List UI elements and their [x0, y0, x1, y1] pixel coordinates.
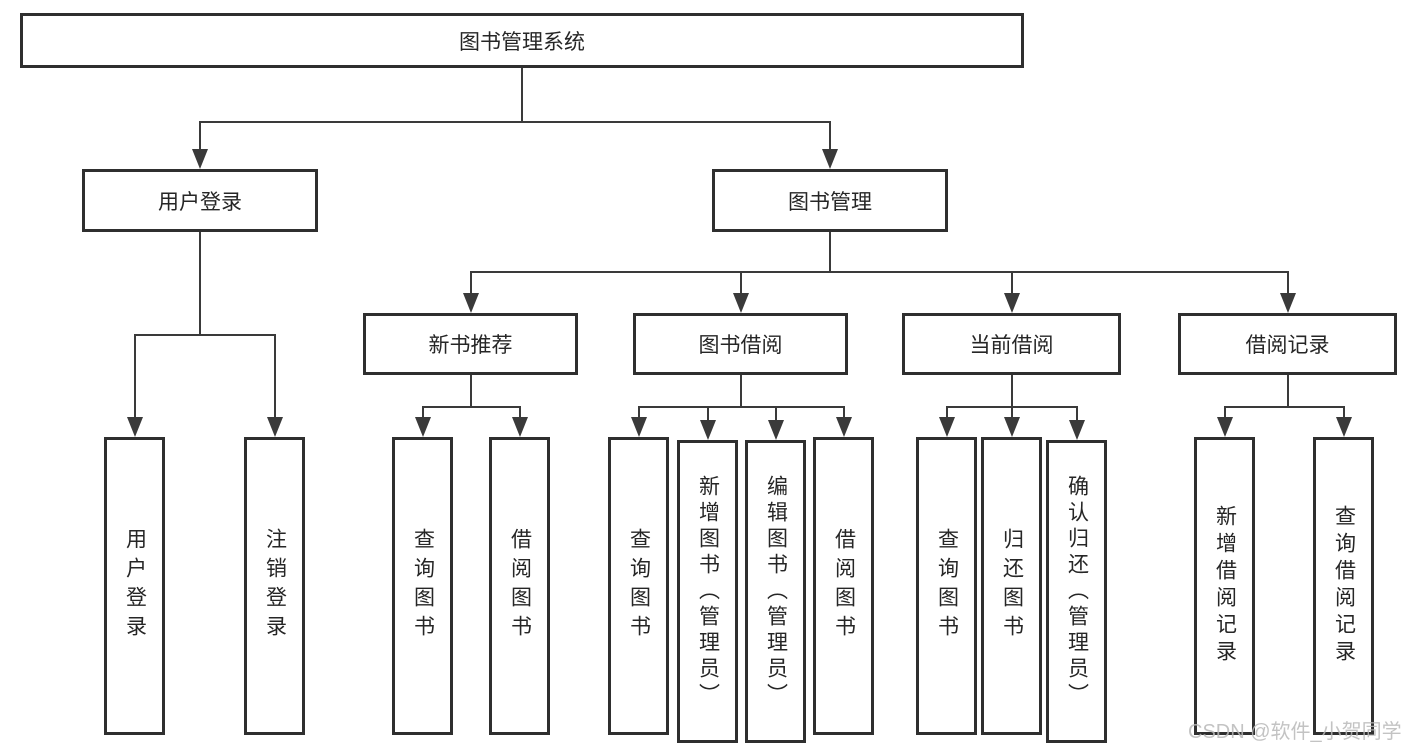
connector-line: [470, 375, 472, 408]
arrow-down-icon: [415, 406, 431, 437]
node-label: 借阅记录: [1245, 334, 1330, 357]
leaf-borrow-book-1: 借阅图书: [489, 437, 550, 735]
csdn-watermark: CSDN @软件_小贺同学: [1188, 721, 1402, 743]
node-label: 注销登录: [263, 528, 287, 644]
node-label: 借阅图书: [508, 528, 532, 644]
connector-line: [422, 406, 520, 408]
arrow-down-icon: [939, 406, 955, 437]
node-label: 新书推荐: [428, 334, 513, 357]
connector-line: [199, 232, 201, 336]
arrow-down-icon: [192, 121, 208, 169]
leaf-query-book-1: 查询图书: [392, 437, 453, 735]
arrow-down-icon: [1004, 406, 1020, 437]
connector-line: [740, 375, 742, 408]
node-book-management: 图书管理: [712, 169, 948, 232]
connector-line: [1287, 375, 1289, 408]
node-label: 归还图书: [1000, 528, 1024, 644]
leaf-edit-book-admin: 编辑图书（管理员）: [745, 440, 806, 743]
arrow-down-icon: [1069, 406, 1085, 440]
node-label: 用户登录: [158, 190, 242, 214]
node-label: 图书管理系统: [459, 30, 585, 54]
node-label: 确认归还（管理员）: [1065, 474, 1089, 709]
leaf-add-book-admin: 新增图书（管理员）: [677, 440, 738, 743]
node-label: 编辑图书（管理员）: [764, 474, 788, 709]
node-current-borrow: 当前借阅: [902, 313, 1121, 375]
connector-line: [1224, 406, 1345, 408]
node-label: 用户登录: [123, 528, 147, 644]
arrow-down-icon: [1217, 406, 1233, 437]
arrow-down-icon: [512, 406, 528, 437]
node-label: 图书管理: [788, 190, 872, 214]
node-label: 当前借阅: [969, 334, 1054, 357]
arrow-down-icon: [733, 271, 749, 313]
connector-line: [134, 334, 276, 336]
node-library-system: 图书管理系统: [20, 13, 1024, 68]
node-book-borrow: 图书借阅: [633, 313, 848, 375]
node-borrow-record: 借阅记录: [1178, 313, 1397, 375]
node-label: 查询图书: [411, 528, 435, 644]
node-label: 图书借阅: [698, 334, 783, 357]
node-user-login: 用户登录: [82, 169, 318, 232]
node-new-book-recommend: 新书推荐: [363, 313, 578, 375]
leaf-logout: 注销登录: [244, 437, 305, 735]
connector-line: [638, 406, 845, 408]
leaf-query-borrow-record: 查询借阅记录: [1313, 437, 1374, 735]
node-label: 查询图书: [627, 528, 651, 644]
leaf-confirm-return-admin: 确认归还（管理员）: [1046, 440, 1107, 743]
node-label: 查询图书: [935, 528, 959, 644]
arrow-down-icon: [267, 334, 283, 437]
leaf-user-login: 用户登录: [104, 437, 165, 735]
node-label: 借阅图书: [832, 528, 856, 644]
node-label: 新增借阅记录: [1213, 505, 1237, 667]
arrow-down-icon: [1336, 406, 1352, 437]
arrow-down-icon: [1280, 271, 1296, 313]
arrow-down-icon: [463, 271, 479, 313]
connector-line: [199, 121, 831, 123]
leaf-add-borrow-record: 新增借阅记录: [1194, 437, 1255, 735]
connector-line: [1011, 375, 1013, 408]
leaf-query-book-3: 查询图书: [916, 437, 977, 735]
arrow-down-icon: [700, 406, 716, 440]
leaf-return-book: 归还图书: [981, 437, 1042, 735]
leaf-query-book-2: 查询图书: [608, 437, 669, 735]
arrow-down-icon: [836, 406, 852, 437]
leaf-borrow-book-2: 借阅图书: [813, 437, 874, 735]
connector-line: [521, 68, 523, 123]
connector-line: [470, 271, 1288, 273]
arrow-down-icon: [822, 121, 838, 169]
node-label: 新增图书（管理员）: [696, 474, 720, 709]
connector-line: [829, 232, 831, 273]
arrow-down-icon: [768, 406, 784, 440]
arrow-down-icon: [631, 406, 647, 437]
node-label: 查询借阅记录: [1332, 505, 1356, 667]
arrow-down-icon: [1004, 271, 1020, 313]
arrow-down-icon: [127, 334, 143, 437]
